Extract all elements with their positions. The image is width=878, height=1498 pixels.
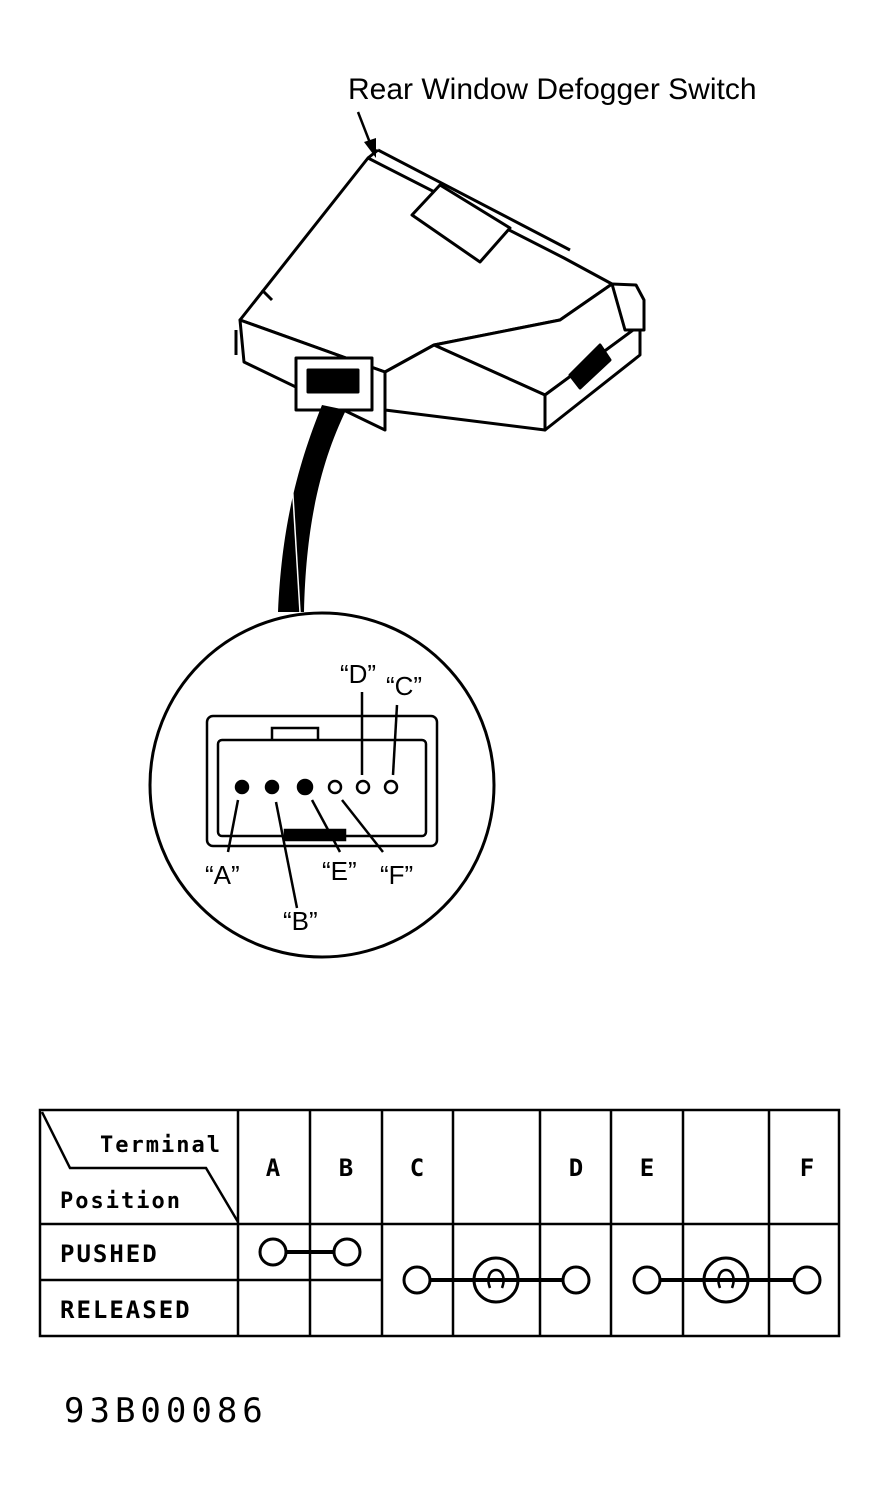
continuity-c-d-bulb — [402, 1256, 591, 1304]
continuity-table — [38, 1108, 841, 1338]
pin-label-f: “F” — [380, 860, 413, 890]
pin-a — [234, 779, 250, 795]
title-arrow — [356, 111, 376, 158]
pin-c — [383, 779, 399, 795]
pin-label-b: “B” — [283, 906, 318, 936]
connector-zoom-circle — [148, 611, 496, 959]
continuity-pushed-a-b — [258, 1237, 362, 1267]
connector-housing — [205, 714, 439, 848]
pin-label-e: “E” — [322, 856, 357, 886]
switch-title: Rear Window Defogger Switch — [348, 73, 757, 106]
pin-label-d: “D” — [340, 659, 376, 689]
figure-code: 93B00086 — [64, 1391, 268, 1431]
col-e: E — [640, 1154, 654, 1182]
col-a: A — [266, 1154, 281, 1182]
pin-f — [327, 779, 343, 795]
connector-pins — [234, 778, 399, 796]
col-c: C — [410, 1154, 424, 1182]
wire-harness — [278, 405, 346, 613]
pin-e — [296, 778, 314, 796]
col-b: B — [339, 1154, 353, 1182]
pin-leaders — [226, 692, 399, 909]
continuity-e-f-bulb — [632, 1256, 822, 1304]
header-position: Position — [60, 1189, 182, 1214]
col-d: D — [569, 1154, 583, 1182]
row-released: RELEASED — [60, 1296, 192, 1324]
switch-body — [234, 148, 646, 432]
col-f: F — [800, 1154, 814, 1182]
pin-label-c: “C” — [386, 671, 422, 701]
row-pushed: PUSHED — [60, 1240, 159, 1268]
header-terminal: Terminal — [100, 1133, 222, 1158]
pin-label-a: “A” — [205, 860, 240, 890]
pin-d — [355, 779, 371, 795]
pin-b — [264, 779, 280, 795]
